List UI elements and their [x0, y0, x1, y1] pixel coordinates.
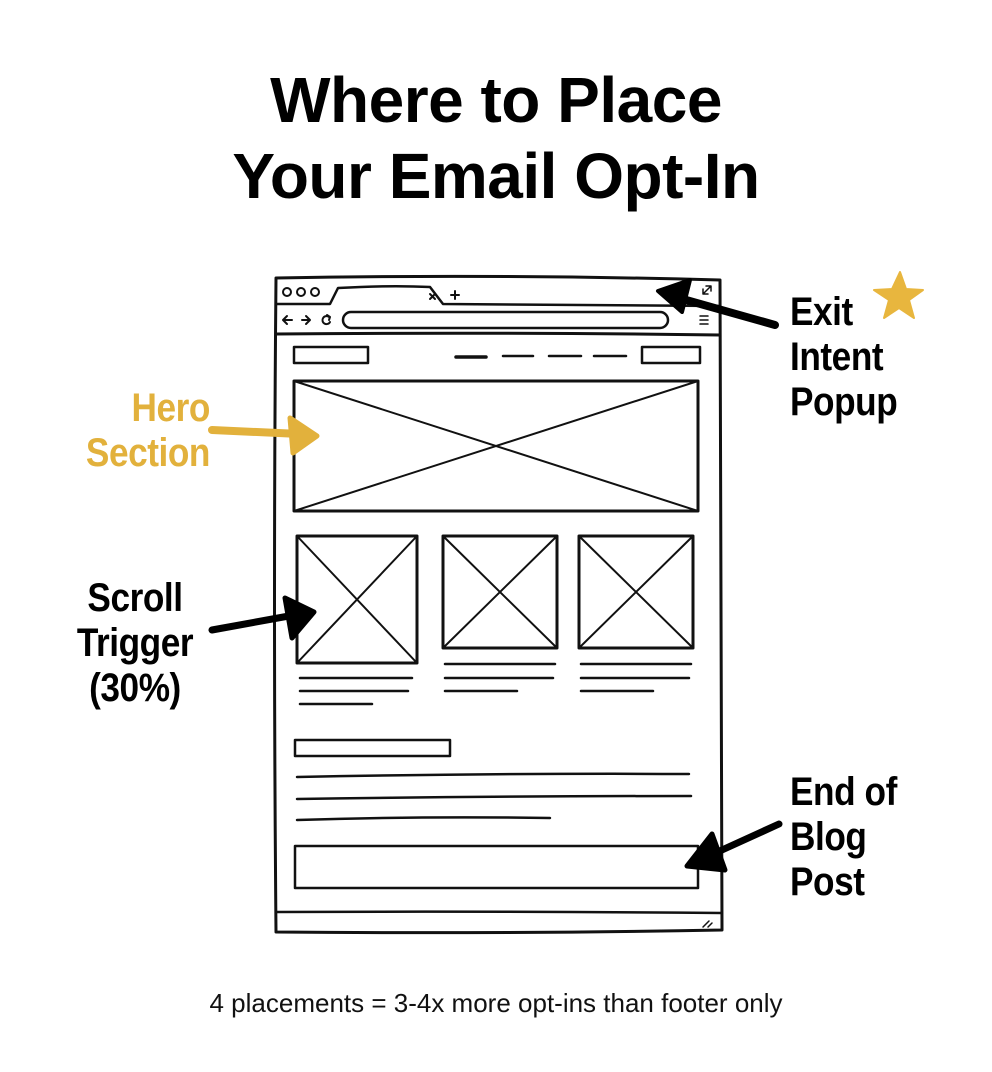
page-title: Where to Place Your Email Opt-In	[0, 62, 992, 214]
scroll-trigger-line: (30%)	[89, 666, 181, 710]
end-of-blog-line: Blog	[790, 815, 867, 859]
scroll-trigger-line: Scroll	[87, 576, 183, 620]
logo-placeholder	[292, 345, 370, 365]
forward-icon	[301, 315, 311, 325]
card-image-3	[577, 534, 695, 650]
window-control-icon	[282, 287, 292, 297]
hero-section-label: Hero Section	[60, 386, 211, 476]
window-control-icon	[296, 287, 306, 297]
window-control-icon	[310, 287, 320, 297]
menu-icon	[699, 315, 709, 325]
hero-section-line: Hero	[131, 386, 211, 430]
end-of-post-optin-box	[293, 844, 700, 890]
exit-intent-line: Exit	[790, 290, 853, 334]
expand-icon	[702, 285, 712, 295]
exit-intent-label: Exit Intent Popup	[790, 290, 898, 425]
cta-button-placeholder	[640, 345, 702, 365]
scroll-trigger-label: Scroll Trigger (30%)	[51, 576, 218, 711]
end-of-blog-line: End of	[790, 770, 897, 814]
star-icon	[873, 271, 924, 319]
title-line-2: Your Email Opt-In	[232, 140, 760, 212]
card-image-2	[441, 534, 559, 650]
exit-intent-line: Popup	[790, 380, 898, 424]
reload-icon	[321, 314, 331, 326]
tab-close-icon	[429, 293, 436, 300]
address-bar	[341, 310, 670, 330]
footer-note: 4 placements = 3-4x more opt-ins than fo…	[209, 988, 783, 1018]
end-of-blog-line: Post	[790, 860, 865, 904]
scroll-trigger-arrow	[208, 595, 317, 641]
end-of-blog-label: End of Blog Post	[790, 770, 897, 905]
browser-frame	[273, 274, 724, 935]
blog-subheading	[293, 738, 452, 758]
exit-intent-line: Intent	[790, 335, 884, 379]
resize-grip-icon	[702, 920, 713, 928]
end-of-post-arrow	[684, 820, 783, 873]
scroll-trigger-line: Trigger	[76, 621, 194, 665]
hero-section-line: Section	[85, 431, 211, 475]
new-tab-icon	[450, 290, 460, 300]
card-image-1	[295, 534, 419, 665]
hero-section-arrow	[208, 415, 320, 456]
title-line-1: Where to Place	[270, 64, 722, 136]
exit-intent-arrow	[656, 278, 779, 329]
back-icon	[282, 315, 293, 325]
